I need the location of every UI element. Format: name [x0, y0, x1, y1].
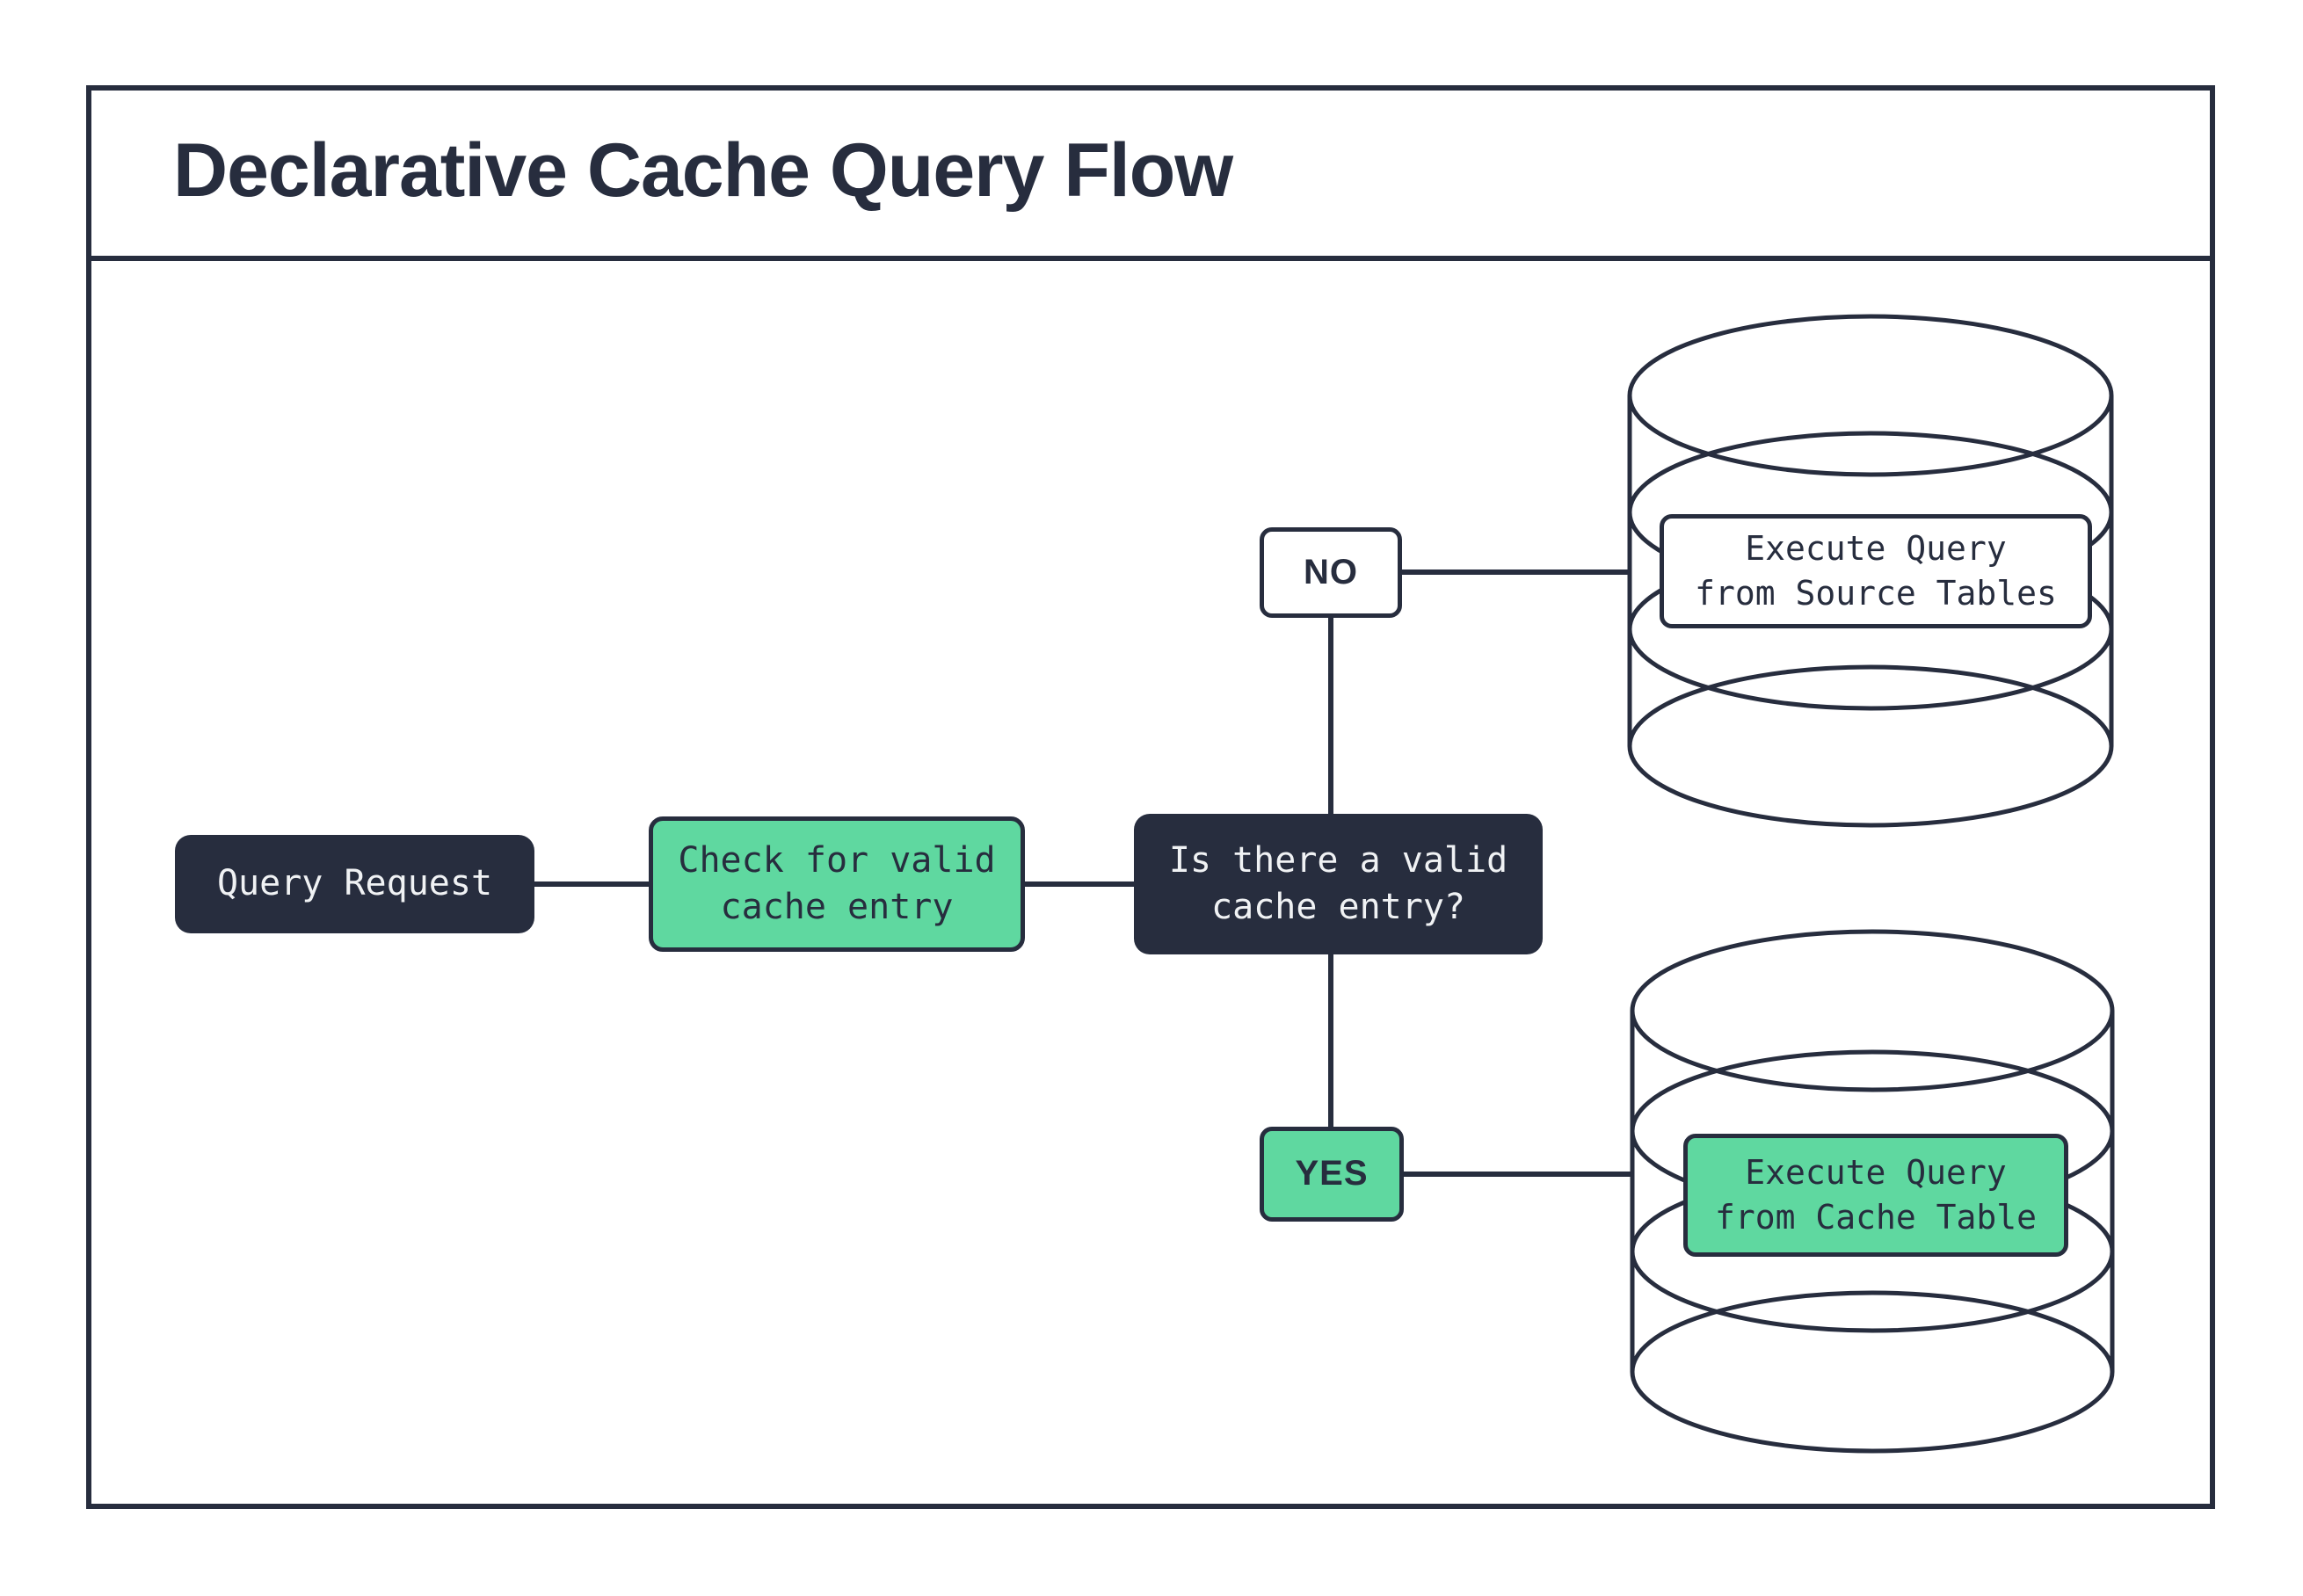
- flow-node-execute-cache: Execute Query from Cache Table: [1683, 1134, 2068, 1257]
- query-request-label: Query Request: [216, 863, 493, 904]
- flow-node-decision: Is there a valid cache entry?: [1134, 814, 1543, 954]
- execute-source-label-line2: from Source Tables: [1695, 574, 2057, 613]
- branch-label-yes: YES: [1260, 1127, 1404, 1222]
- check-cache-label-line2: cache entry: [720, 887, 954, 927]
- decision-label-line1: Is there a valid: [1168, 839, 1508, 881]
- diagram-header: Declarative Cache Query Flow: [86, 85, 2215, 261]
- flow-node-check-cache: Check for valid cache entry: [649, 816, 1025, 952]
- flow-node-query-request: Query Request: [175, 835, 534, 933]
- check-cache-label-line1: Check for valid: [678, 839, 996, 881]
- page-title: Declarative Cache Query Flow: [173, 127, 1233, 213]
- no-label: NO: [1304, 552, 1358, 591]
- yes-label: YES: [1295, 1154, 1369, 1193]
- flow-node-execute-source: Execute Query from Source Tables: [1660, 514, 2092, 628]
- execute-cache-label-line1: Execute Query: [1745, 1153, 2007, 1193]
- execute-source-label-line1: Execute Query: [1745, 529, 2007, 569]
- decision-label-line2: cache entry?: [1211, 887, 1465, 927]
- branch-label-no: NO: [1260, 527, 1402, 618]
- execute-cache-label-line2: from Cache Table: [1714, 1198, 2038, 1237]
